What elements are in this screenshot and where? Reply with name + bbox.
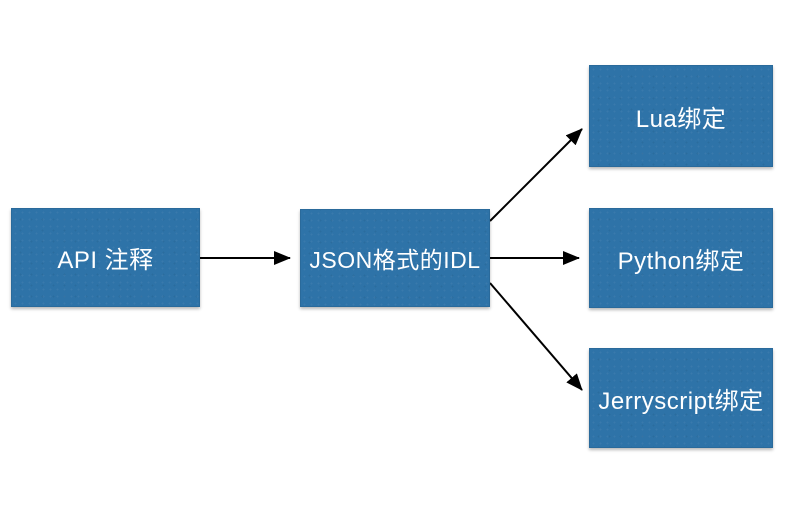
node-label-python-binding: Python绑定 bbox=[617, 247, 745, 275]
diagram-node-api-comment: API 注释 bbox=[11, 208, 200, 307]
arrow-idl-to-lua bbox=[489, 128, 583, 222]
node-label-lua-binding: Lua绑定 bbox=[635, 105, 727, 133]
diagram-node-lua-binding: Lua绑定 bbox=[589, 65, 773, 167]
diagram-node-python-binding: Python绑定 bbox=[589, 208, 773, 308]
diagram-node-jerryscript-binding: Jerryscript绑定 bbox=[589, 348, 773, 448]
arrow-idl-to-jerry bbox=[489, 282, 583, 391]
node-label-api-comment: API 注释 bbox=[57, 247, 154, 274]
diagram-node-json-idl: JSON格式的IDL bbox=[300, 209, 490, 307]
node-label-json-idl: JSON格式的IDL bbox=[309, 247, 481, 273]
node-label-jerryscript-binding: Jerryscript绑定 bbox=[598, 387, 764, 415]
